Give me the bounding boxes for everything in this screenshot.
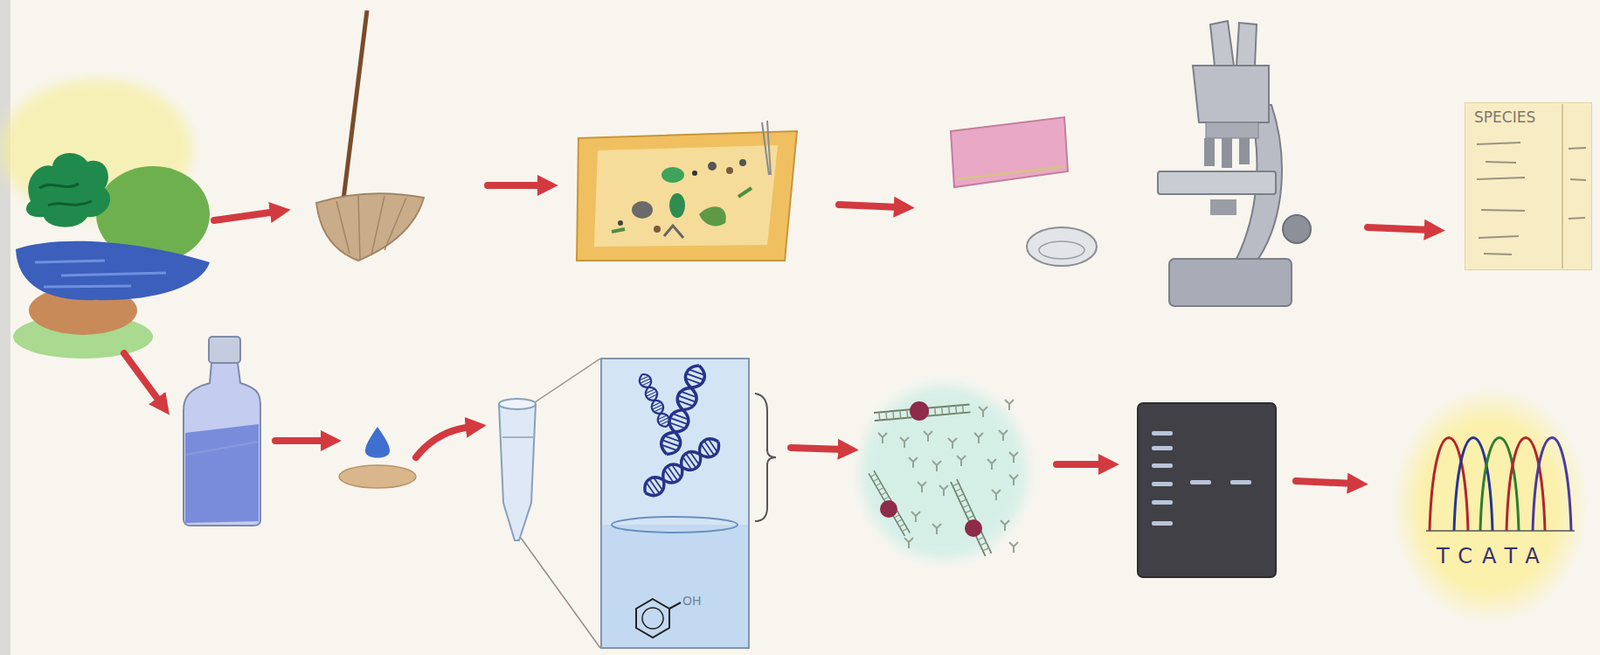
paper-edge (0, 0, 11, 655)
electrophoresis-gel (1137, 402, 1276, 577)
microscope-head (1192, 65, 1269, 123)
flow-arrow (838, 204, 901, 208)
microscope-arm (1236, 104, 1282, 259)
bracket (754, 393, 776, 521)
polymerase (879, 499, 898, 518)
flow-arrow (790, 447, 845, 450)
microscope-base (1169, 258, 1292, 306)
node-text: SPECIES (1474, 108, 1536, 126)
flow-arrow (415, 426, 472, 458)
filter-drop (339, 426, 416, 488)
nucleotides (878, 399, 1019, 553)
sun-wash (0, 78, 193, 219)
flow-arrow (487, 181, 544, 189)
gel (1137, 402, 1276, 577)
green-hill (96, 166, 210, 263)
dna-extraction-panel: OH (600, 357, 750, 649)
net-bag (316, 193, 424, 261)
conical-tube (498, 403, 536, 541)
dna-fragment (873, 403, 970, 421)
water-sample (185, 423, 259, 523)
grass (13, 314, 153, 359)
flow-arrow (124, 353, 161, 403)
node-text: OH (682, 593, 702, 609)
eyepiece (1210, 20, 1234, 66)
focus-knob (1282, 214, 1311, 243)
dna-fragment (950, 478, 991, 556)
sorting-tray (576, 120, 797, 261)
lake (15, 241, 210, 300)
pcr-amplification (860, 384, 1027, 560)
water-bottle (183, 336, 261, 526)
bottle-body (183, 362, 261, 526)
bottle-cap (208, 336, 241, 363)
bank-soil (28, 285, 138, 335)
polymerase (909, 401, 929, 421)
net-handle (343, 10, 368, 200)
dna-fragment (868, 470, 910, 536)
tray-rim (576, 131, 797, 261)
node-text: TCATA (1436, 543, 1550, 569)
flow-arrows (124, 185, 1431, 484)
eyepiece (1236, 22, 1257, 66)
tree (26, 152, 111, 228)
dip-net (316, 10, 424, 261)
flow-arrow (1295, 480, 1354, 484)
filter-paper (339, 464, 416, 488)
polymerase (964, 519, 983, 537)
flow-arrow (1367, 227, 1431, 230)
flow-arrow (275, 436, 327, 444)
species-list: SPECIES (1464, 102, 1593, 271)
flow-arrow (1056, 460, 1105, 468)
landscape (0, 78, 210, 359)
sample-tube (498, 358, 601, 648)
tray-floor (594, 145, 778, 247)
petri-dish (1026, 227, 1097, 266)
pcr-wash (860, 384, 1027, 560)
gel-bands (1151, 430, 1252, 526)
microscope (1157, 20, 1311, 306)
microscope-slide (950, 117, 1068, 188)
flow-arrow (214, 211, 277, 221)
sequence-chromatogram: TCATA (1392, 387, 1587, 623)
slide-and-dish (950, 117, 1097, 266)
tweezers (761, 120, 771, 175)
microscope-stage (1157, 171, 1276, 194)
water-drop (365, 426, 390, 458)
